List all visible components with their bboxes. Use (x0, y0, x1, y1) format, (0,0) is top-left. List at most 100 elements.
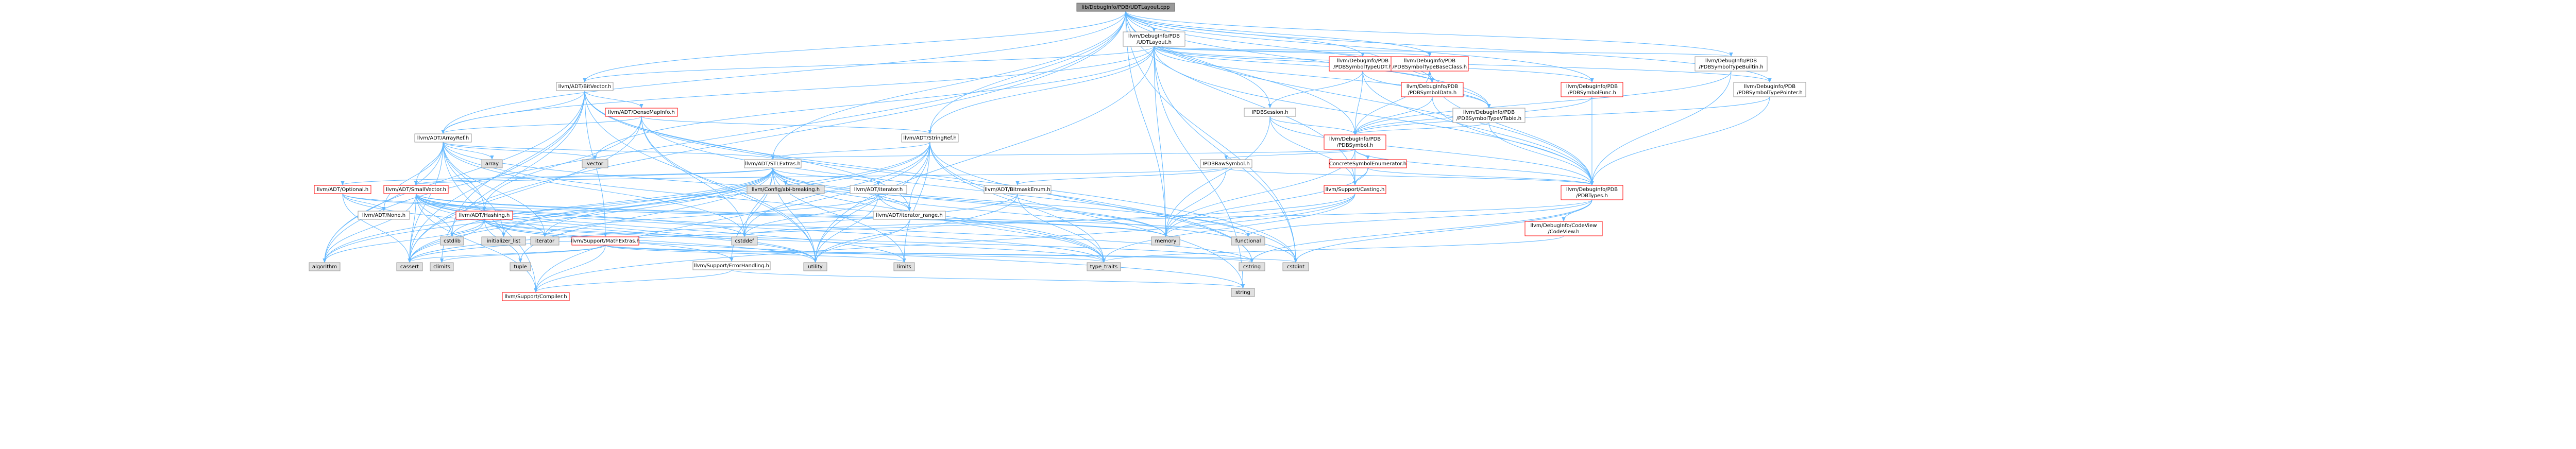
node-s_limits[interactable]: limits (893, 262, 915, 271)
edge-pdbtypes-to-s_functional (1248, 199, 1592, 236)
node-mathextras[interactable]: llvm/Support/MathExtras.h (571, 236, 640, 246)
node-sym_baseclass[interactable]: llvm/DebugInfo/PDB/PDBSymbolTypeBaseClas… (1391, 56, 1469, 72)
node-codeview[interactable]: llvm/DebugInfo/CodeView/CodeView.h (1524, 221, 1603, 236)
node-casting[interactable]: llvm/Support/Casting.h (1324, 185, 1386, 194)
node-label: llvm/ADT/SmallVector.h (386, 187, 446, 193)
node-hashing[interactable]: llvm/ADT/Hashing.h (455, 211, 513, 220)
node-s_memory[interactable]: memory (1151, 236, 1180, 246)
edge-stlextras-to-smallvector (416, 167, 773, 185)
node-box (314, 185, 371, 194)
node-pdbtypes[interactable]: llvm/DebugInfo/PDB/PDBTypes.h (1561, 185, 1623, 200)
edge-root-to-pdbsession (1125, 11, 1270, 108)
node-sym_pointer[interactable]: llvm/DebugInfo/PDB/PDBSymbolTypePointer.… (1733, 82, 1806, 97)
edge-mathextras-to-s_cassert (410, 245, 606, 262)
node-box (1401, 82, 1464, 97)
node-s_cstdint[interactable]: cstdint (1282, 262, 1309, 271)
node-root[interactable]: lib/DebugInfo/PDB/UDTLayout.cpp (1076, 3, 1175, 12)
node-bitmaskenum[interactable]: llvm/ADT/BitmaskEnum.h (984, 185, 1052, 194)
node-bitvector[interactable]: llvm/ADT/BitVector.h (556, 82, 614, 91)
node-pdbsession[interactable]: IPDBSession.h (1244, 108, 1296, 117)
edge-concreteenum-to-casting (1355, 167, 1368, 185)
node-label: climits (433, 264, 450, 270)
edge-arrayref-to-smallvector (416, 142, 444, 185)
node-label: initializer_list (487, 238, 521, 244)
graph-nodes: lib/DebugInfo/PDB/UDTLayout.cpp llvm/Debu… (309, 3, 1806, 301)
node-label: /PDBSymbolTypeBaseClass.h (1393, 64, 1467, 70)
edge-errorhandling-to-compiler (536, 269, 732, 292)
edge-bitmaskenum-to-s_typetraits (1017, 193, 1104, 262)
node-sym_func[interactable]: llvm/DebugInfo/PDB/PDBSymbolFunc.h (1561, 82, 1623, 97)
node-label: cstddef (735, 238, 754, 244)
node-box (1282, 262, 1309, 271)
edge-pdbtypes-to-s_cstring (1252, 199, 1592, 262)
node-label: cstdint (1287, 264, 1304, 270)
edge-root-to-s_cstdint (1125, 11, 1296, 262)
node-s_array[interactable]: array (481, 159, 503, 168)
node-box (396, 262, 423, 271)
node-compiler[interactable]: llvm/Support/Compiler.h (502, 292, 570, 301)
node-smallvector[interactable]: llvm/ADT/SmallVector.h (383, 185, 449, 194)
node-errorhandling[interactable]: llvm/Support/ErrorHandling.h (692, 261, 771, 270)
node-pdbsymbol[interactable]: llvm/DebugInfo/PDB/PDBSymbol.h (1324, 134, 1386, 150)
node-label: llvm/DebugInfo/PDB (1463, 110, 1515, 115)
node-s_cstring[interactable]: cstring (1239, 262, 1265, 271)
node-box (731, 236, 758, 246)
node-label: llvm/ADT/STLExtras.h (745, 161, 801, 167)
node-arrayref[interactable]: llvm/ADT/ArrayRef.h (414, 133, 472, 143)
node-s_cstddef[interactable]: cstddef (731, 236, 758, 246)
edge-udtlayout_h-to-sym_baseclass (1154, 46, 1430, 56)
node-concreteenum[interactable]: ConcreteSymbolEnumerator.h (1329, 159, 1407, 168)
node-s_functional[interactable]: functional (1231, 236, 1265, 246)
node-s_vector[interactable]: vector (582, 159, 608, 168)
node-sym_udt[interactable]: llvm/DebugInfo/PDB/PDBSymbolTypeUDT.h (1329, 56, 1397, 72)
node-stlextras[interactable]: llvm/ADT/STLExtras.h (744, 159, 802, 168)
node-label: cstdlib (444, 238, 461, 244)
node-box (1151, 236, 1180, 246)
node-s_utility[interactable]: utility (803, 262, 827, 271)
node-s_iterator[interactable]: iterator (530, 236, 560, 246)
edge-root-to-sym_vtable (1125, 11, 1489, 108)
edge-udtlayout_h-to-s_memory (1154, 46, 1166, 236)
node-s_cstdlib[interactable]: cstdlib (440, 236, 464, 246)
node-iterator_range[interactable]: llvm/ADT/iterator_range.h (873, 211, 946, 220)
node-label: iterator (535, 238, 555, 244)
node-config_abi[interactable]: llvm/Config/abi-breaking.h (747, 185, 825, 194)
edge-stlextras-to-s_cstddef (744, 167, 773, 236)
node-label: /PDBSymbolTypeUDT.h (1333, 64, 1392, 70)
edge-bitvector-to-s_algorithm (325, 90, 585, 262)
edge-pdbsession-to-s_memory (1166, 116, 1270, 236)
node-none[interactable]: llvm/ADT/None.h (358, 211, 410, 220)
node-densemapinfo[interactable]: llvm/ADT/DenseMapInfo.h (605, 108, 678, 117)
node-label: llvm/DebugInfo/PDB (1404, 58, 1455, 64)
node-s_algorithm[interactable]: algorithm (309, 262, 341, 271)
node-s_cassert[interactable]: cassert (396, 262, 423, 271)
node-sym_vtable[interactable]: llvm/DebugInfo/PDB/PDBSymbolTypeVTable.h (1452, 108, 1526, 123)
node-box (1329, 56, 1397, 72)
node-box (744, 159, 802, 168)
node-box (510, 262, 531, 271)
edge-optional-to-s_memory (342, 193, 1166, 236)
node-s_initlist[interactable]: initializer_list (481, 236, 526, 246)
node-sym_builtin[interactable]: llvm/DebugInfo/PDB/PDBSymbolTypeBuiltin.… (1694, 56, 1768, 72)
node-pdbrawsymbol[interactable]: IPDBRawSymbol.h (1200, 159, 1252, 168)
node-stringref[interactable]: llvm/ADT/StringRef.h (901, 133, 959, 143)
node-s_climits[interactable]: climits (430, 262, 454, 271)
node-udtlayout_h[interactable]: llvm/DebugInfo/PDB/UDTLayout.h (1123, 31, 1185, 47)
node-label: /PDBSymbolTypeVTable.h (1456, 116, 1521, 122)
node-label: llvm/DebugInfo/PDB (1566, 84, 1618, 90)
edge-densemapinfo-to-arrayref (443, 116, 642, 133)
edge-pdbtypes-to-s_cstddef (744, 199, 1592, 236)
node-s_tuple[interactable]: tuple (510, 262, 531, 271)
edge-mathextras-to-s_limits (605, 245, 904, 262)
edge-stlextras-to-s_iterator (545, 167, 773, 236)
node-adt_iterator[interactable]: llvm/ADT/iterator.h (850, 185, 907, 194)
edge-smallvector-to-s_memory (416, 193, 1166, 236)
node-box (1391, 56, 1469, 72)
node-optional[interactable]: llvm/ADT/Optional.h (314, 185, 371, 194)
node-sym_data[interactable]: llvm/DebugInfo/PDB/PDBSymbolData.h (1401, 82, 1464, 97)
edge-concreteenum-to-s_memory (1166, 167, 1368, 236)
node-s_typetraits[interactable]: type_traits (1087, 262, 1121, 271)
edge-arrayref-to-none (384, 142, 444, 211)
node-s_string[interactable]: string (1231, 288, 1255, 297)
edge-smallvector-to-compiler (416, 193, 536, 292)
